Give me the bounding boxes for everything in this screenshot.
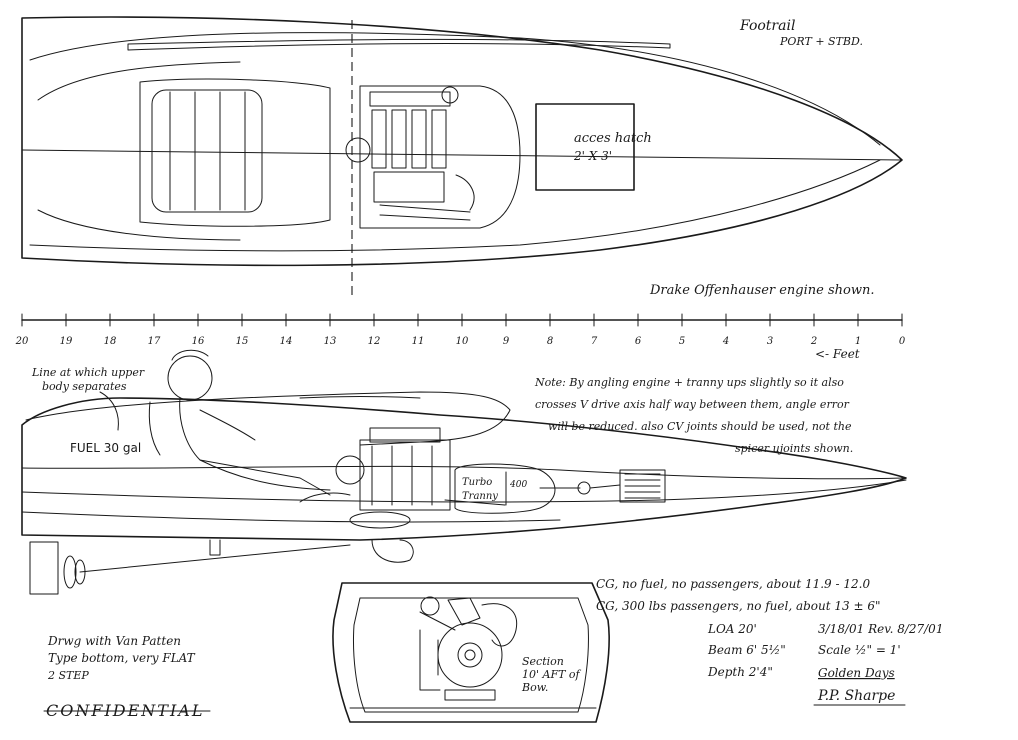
scale-tick-label: 8 <box>547 336 553 347</box>
profile-view: Turbo Tranny 400 Line at which upper bod… <box>21 349 907 595</box>
bottom-note-line-3: 2 STEP <box>47 669 89 682</box>
seat-cushion <box>151 89 263 213</box>
footrail-sub-label: PORT + STBD. <box>779 35 863 48</box>
note-line-2: crosses V drive axis half way between th… <box>535 398 850 411</box>
scale-tick-label: 12 <box>368 336 381 347</box>
section-label-2: 10' AFT of <box>522 668 582 681</box>
confidential-stamp: CONFIDENTIAL <box>43 701 211 720</box>
profile-hull-outline <box>21 397 907 541</box>
section-label-3: Bow. <box>521 681 548 694</box>
engine-bay <box>359 85 521 229</box>
depth: Depth 2'4" <box>707 665 773 679</box>
footrail-label: Footrail <box>739 18 795 34</box>
engine-plan-sketch <box>345 86 475 221</box>
dates: 3/18/01 Rev. 8/27/01 <box>818 622 943 636</box>
footrail <box>127 38 671 51</box>
feet-unit-label: <- Feet <box>815 347 860 361</box>
loa: LOA 20' <box>707 622 757 636</box>
turbo-label: Turbo <box>462 477 492 488</box>
engine-section-sketch <box>419 596 518 701</box>
project-name: Golden Days <box>818 666 895 680</box>
bottom-note-line-1: Drwg with Van Patten <box>47 634 181 648</box>
v-drive <box>619 469 666 503</box>
scale-tick-label: 3 <box>767 336 773 347</box>
prop-shaft <box>79 544 351 573</box>
note-line-4: spicer ujoints shown. <box>735 442 853 455</box>
plan-view: acces hatch 2' X 3' Footrail PORT + STBD… <box>21 16 903 300</box>
scale-tick-label: 11 <box>412 336 425 347</box>
plan-deck-line <box>29 32 881 252</box>
turbo-tranny <box>454 463 556 514</box>
separation-note-1: Line at which upper <box>31 366 145 379</box>
cg-no-fuel: CG, no fuel, no passengers, about 11.9 -… <box>596 577 870 591</box>
scale-tick-label: 1 <box>855 336 861 347</box>
cg-passengers: CG, 300 lbs passengers, no fuel, about 1… <box>596 599 881 613</box>
note-line-1: Note: By angling engine + tranny ups sli… <box>534 376 844 389</box>
fin <box>371 539 414 563</box>
scale-tick-label: 19 <box>60 336 73 347</box>
propeller <box>29 541 86 595</box>
upper-body <box>25 391 511 446</box>
separation-note-2: body separates <box>42 380 127 393</box>
scale-tick-label: 15 <box>236 336 249 347</box>
scale-tick-label: 13 <box>324 336 337 347</box>
note-line-3: will be reduced. also CV joints should b… <box>548 420 852 433</box>
fuel-label: FUEL 30 gal <box>70 441 141 455</box>
access-hatch-label: acces hatch <box>574 131 652 146</box>
scale: Scale ½" = 1' <box>818 643 901 657</box>
section-hull-outline <box>332 582 610 723</box>
engine-profile-sketch <box>299 427 506 529</box>
scale-tick-label: 14 <box>280 336 293 347</box>
scale-tick-label: 7 <box>591 336 598 347</box>
scale-tick-label: 16 <box>192 336 205 347</box>
beam: Beam 6' 5½" <box>707 643 786 657</box>
turbo-value: 400 <box>509 480 527 490</box>
scale-tick-label: 10 <box>456 336 469 347</box>
scale-tick-label: 6 <box>635 336 642 347</box>
specifications: CG, no fuel, no passengers, about 11.9 -… <box>596 577 943 706</box>
section-view: Section 10' AFT of Bow. <box>332 582 610 723</box>
engine-note: Drake Offenhauser engine shown. <box>649 283 874 298</box>
scale-tick-label: 18 <box>104 336 117 347</box>
bottom-note-line-2: Type bottom, very FLAT <box>48 651 196 665</box>
tranny-label: Tranny <box>462 491 498 502</box>
scale-tick-label: 17 <box>148 336 161 347</box>
scale-tick-label: 5 <box>679 336 685 347</box>
scale-tick-label: 0 <box>899 336 906 347</box>
driver-sketch <box>148 349 331 496</box>
access-hatch <box>535 103 635 191</box>
scale-tick-label: 20 <box>15 336 29 347</box>
hatch-size-label: 2' X 3' <box>573 149 612 163</box>
scale-tick-label: 9 <box>503 336 510 347</box>
bottom-note: Drwg with Van Patten Type bottom, very F… <box>47 634 196 682</box>
scale-tick-label: 2 <box>810 336 817 347</box>
section-label-1: Section <box>522 655 564 668</box>
signature: P.P. Sharpe <box>817 688 895 704</box>
scale-tick-label: 4 <box>722 336 729 347</box>
